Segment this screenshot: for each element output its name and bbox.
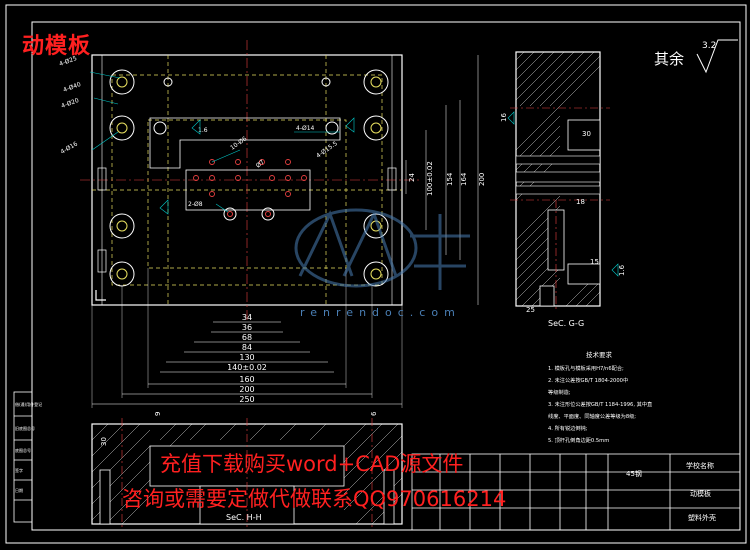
bottom-dim-6: 6 [370, 411, 378, 416]
side-dim-16: 16 [500, 113, 508, 122]
guide-hole-l2 [109, 213, 135, 239]
section-hh-label: SeC. H-H [226, 513, 262, 522]
guide-hole-ml [109, 115, 135, 141]
tech-req-title: 技术要求 [586, 350, 613, 359]
hdim-130: 130 [239, 353, 254, 362]
side-label-5: 日期 [15, 487, 23, 493]
tech-req-6: 4. 所有锐边倒钝; [548, 424, 588, 432]
section-h-h [91, 418, 403, 530]
label-2-d8: 2-Ø8 [188, 201, 203, 208]
title-drawing-no: 塑料外壳 [688, 513, 716, 522]
title-part: 动模板 [690, 489, 711, 498]
watermark-text: renrendoc.com [300, 306, 461, 319]
label-4-d14: 4-Ø14 [296, 125, 315, 132]
roughness-symbol [696, 39, 738, 74]
ad-line-2: 咨询或需要定做代做联系QQ970616214 [122, 487, 507, 511]
tech-req-3: 等级制造; [548, 388, 571, 396]
side-dim-25: 25 [526, 306, 535, 314]
guide-hole-tl [109, 69, 135, 95]
hdim-200: 200 [239, 385, 254, 394]
vdim-200: 200 [478, 173, 486, 186]
tech-req-4: 3. 未注形位公差按GB/T 1184-1996, 其中直 [548, 400, 652, 408]
vdim-100: 100±0.02 [426, 161, 434, 196]
side-label-1: 借(通)用件登记 [15, 401, 42, 407]
bottom-dim-30: 30 [100, 437, 108, 446]
side-label-2: 旧底图总号 [15, 425, 35, 431]
hdim-160: 160 [239, 375, 254, 384]
title-material: 45钢 [626, 469, 642, 478]
roughness-value: 3.2 [702, 41, 716, 51]
origin-mark [95, 290, 106, 301]
outer-border [5, 4, 747, 544]
guide-hole-tr [363, 69, 389, 95]
bottom-dim-9: 9 [154, 412, 162, 416]
watermark-logo [294, 208, 470, 290]
side-dim-1-6: 1.6 [618, 264, 626, 276]
guide-hole-mr [363, 115, 389, 141]
drawing-title: 动模板 [22, 34, 92, 59]
hdim-140: 140±0.02 [227, 363, 267, 372]
section-g-g [510, 51, 610, 310]
vdim-24: 24 [408, 173, 416, 182]
guide-hole-r2 [363, 213, 389, 239]
section-gg-label: SeC. G-G [548, 319, 584, 328]
vdim-164: 164 [460, 172, 468, 186]
side-label-3: 底图总号 [15, 447, 31, 453]
tech-req-2: 2. 未注公差按GB/T 1804-2000中 [548, 376, 628, 384]
guide-hole-br [363, 261, 389, 287]
side-dim-15: 15 [590, 258, 599, 266]
side-dim-30: 30 [582, 130, 591, 138]
hdim-68: 68 [242, 333, 252, 342]
side-label-4: 签字 [15, 467, 23, 473]
title-block [411, 453, 741, 531]
hdim-84: 84 [242, 343, 252, 352]
title-school: 学校名称 [686, 461, 714, 470]
hdim-250: 250 [239, 395, 254, 404]
label-d7: Ø7 [255, 159, 266, 170]
tech-req-5: 线度、平面度、同轴度公差等级为8级; [548, 412, 636, 420]
sprue-hole-right [261, 207, 275, 221]
left-side-strip [13, 391, 33, 523]
roughness-label: 其余 [654, 50, 685, 68]
side-dim-18: 18 [576, 198, 585, 206]
tech-req-1: 1. 模板孔与模板采用H7/n6配合; [548, 364, 624, 372]
hdim-34: 34 [242, 313, 252, 322]
hdim-36: 36 [242, 323, 252, 332]
ad-line-1: 充值下载购买word+CAD源文件 [160, 452, 464, 476]
label-roughness-1: 1.6 [198, 127, 208, 134]
vdim-154: 154 [446, 172, 454, 186]
sprue-hole-left [223, 207, 237, 221]
inner-border [31, 21, 741, 531]
tech-req-7: 5. 顶杆孔倒角边距0.5mm [548, 436, 609, 444]
